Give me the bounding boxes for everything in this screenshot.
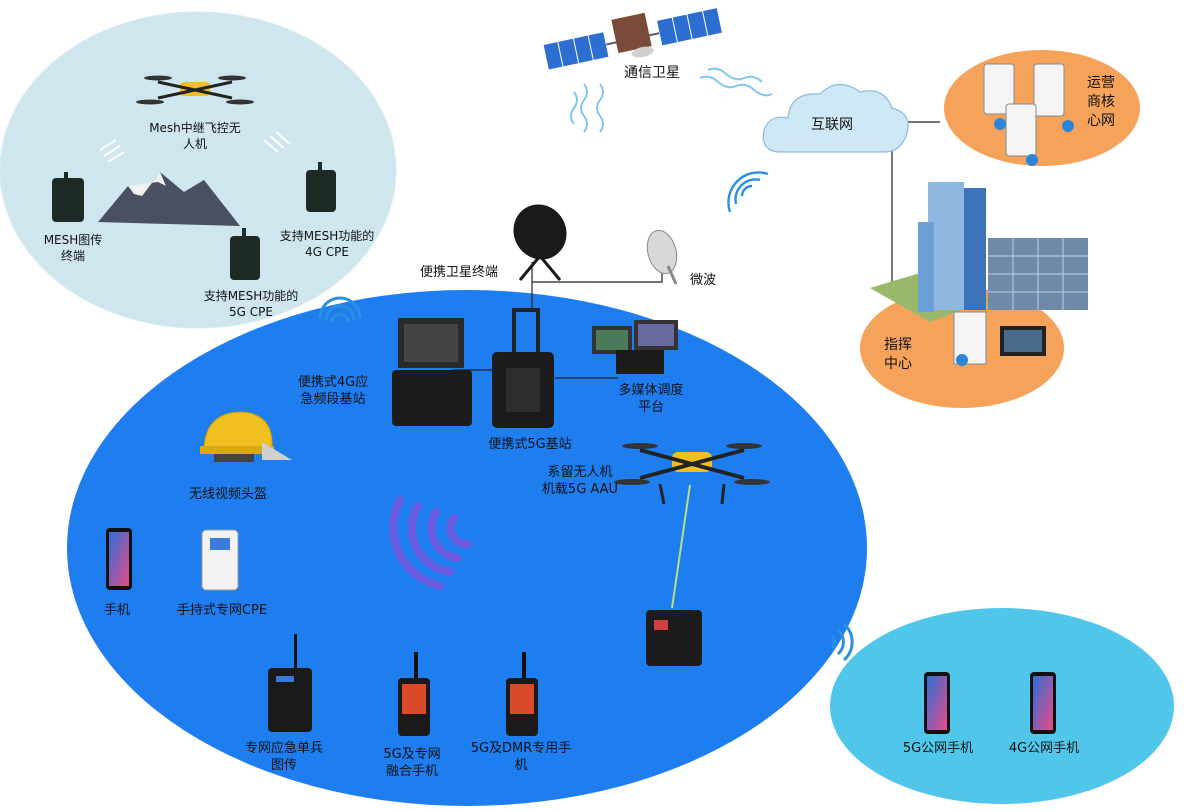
mesh-4g-cpe-label: 支持MESH功能的 4G CPE xyxy=(279,229,375,259)
mesh-zone xyxy=(0,11,397,329)
mesh-drone-label: Mesh中继飞控无 人机 xyxy=(149,121,241,151)
wifi-icon xyxy=(727,171,769,213)
drone-icon xyxy=(614,443,770,505)
mesh-5g-cpe-label: 支持MESH功能的 5G CPE xyxy=(203,289,299,319)
satellite-label: 通信卫星 xyxy=(624,65,680,81)
public-network-zone xyxy=(830,608,1174,804)
case-icon xyxy=(392,318,472,426)
radio-icon xyxy=(52,162,336,280)
helmet-label: 无线视频头盔 xyxy=(188,487,267,502)
internet-label: 互联网 xyxy=(811,117,853,133)
wifi-icon xyxy=(830,622,854,662)
case-icon xyxy=(592,320,678,374)
building-icon xyxy=(870,182,1088,366)
case-icon xyxy=(646,610,702,666)
phone-label: 手机 xyxy=(103,603,130,618)
core-network-label: 运营 商核 心网 xyxy=(1087,75,1115,129)
tethered-drone-label: 系留无人机 机载5G AAU xyxy=(541,465,619,497)
public-4g-label: 4G公网手机 xyxy=(1008,741,1080,756)
phone-icon xyxy=(924,672,950,734)
radio-icon xyxy=(398,652,430,736)
helmet-icon xyxy=(200,411,292,462)
drone-icon xyxy=(136,75,254,105)
case-icon xyxy=(492,308,554,428)
portable-5g-label: 便携式5G基站 xyxy=(488,437,572,452)
portable-4g-label: 便携式4G应 急频段基站 xyxy=(297,375,369,407)
phone-icon xyxy=(106,528,132,590)
dmr-phone-label: 5G及DMR专用手 机 xyxy=(470,741,572,773)
tether-line xyxy=(671,484,691,609)
soldier-video-label: 专网应急单兵 图传 xyxy=(244,741,323,773)
command-center-label: 指挥 中心 xyxy=(884,337,912,372)
public-5g-label: 5G公网手机 xyxy=(902,741,974,756)
multimedia-label: 多媒体调度 平台 xyxy=(618,383,684,415)
wifi-icon xyxy=(318,296,362,323)
mountain-icon xyxy=(98,172,240,226)
wifi-icon xyxy=(389,496,472,590)
radio-icon xyxy=(268,634,312,732)
case-icon xyxy=(201,529,239,591)
dish-icon xyxy=(646,229,678,285)
server-icon xyxy=(983,63,1074,166)
cloud-icon xyxy=(762,83,909,153)
dish-icon xyxy=(513,204,567,281)
microwave-label: 微波 xyxy=(689,273,716,288)
fusion-phone-label: 5G及专网 融合手机 xyxy=(383,747,441,779)
wifi-icon xyxy=(99,131,291,163)
satellite-icon xyxy=(542,7,724,71)
handheld-cpe-label: 手持式专网CPE xyxy=(176,603,268,618)
radio-icon xyxy=(506,652,538,736)
portable-sat-label: 便携卫星终端 xyxy=(419,265,498,280)
signal-waves xyxy=(570,67,773,133)
mesh-terminal-label: MESH图传 终端 xyxy=(43,233,103,263)
phone-icon xyxy=(1030,672,1056,734)
